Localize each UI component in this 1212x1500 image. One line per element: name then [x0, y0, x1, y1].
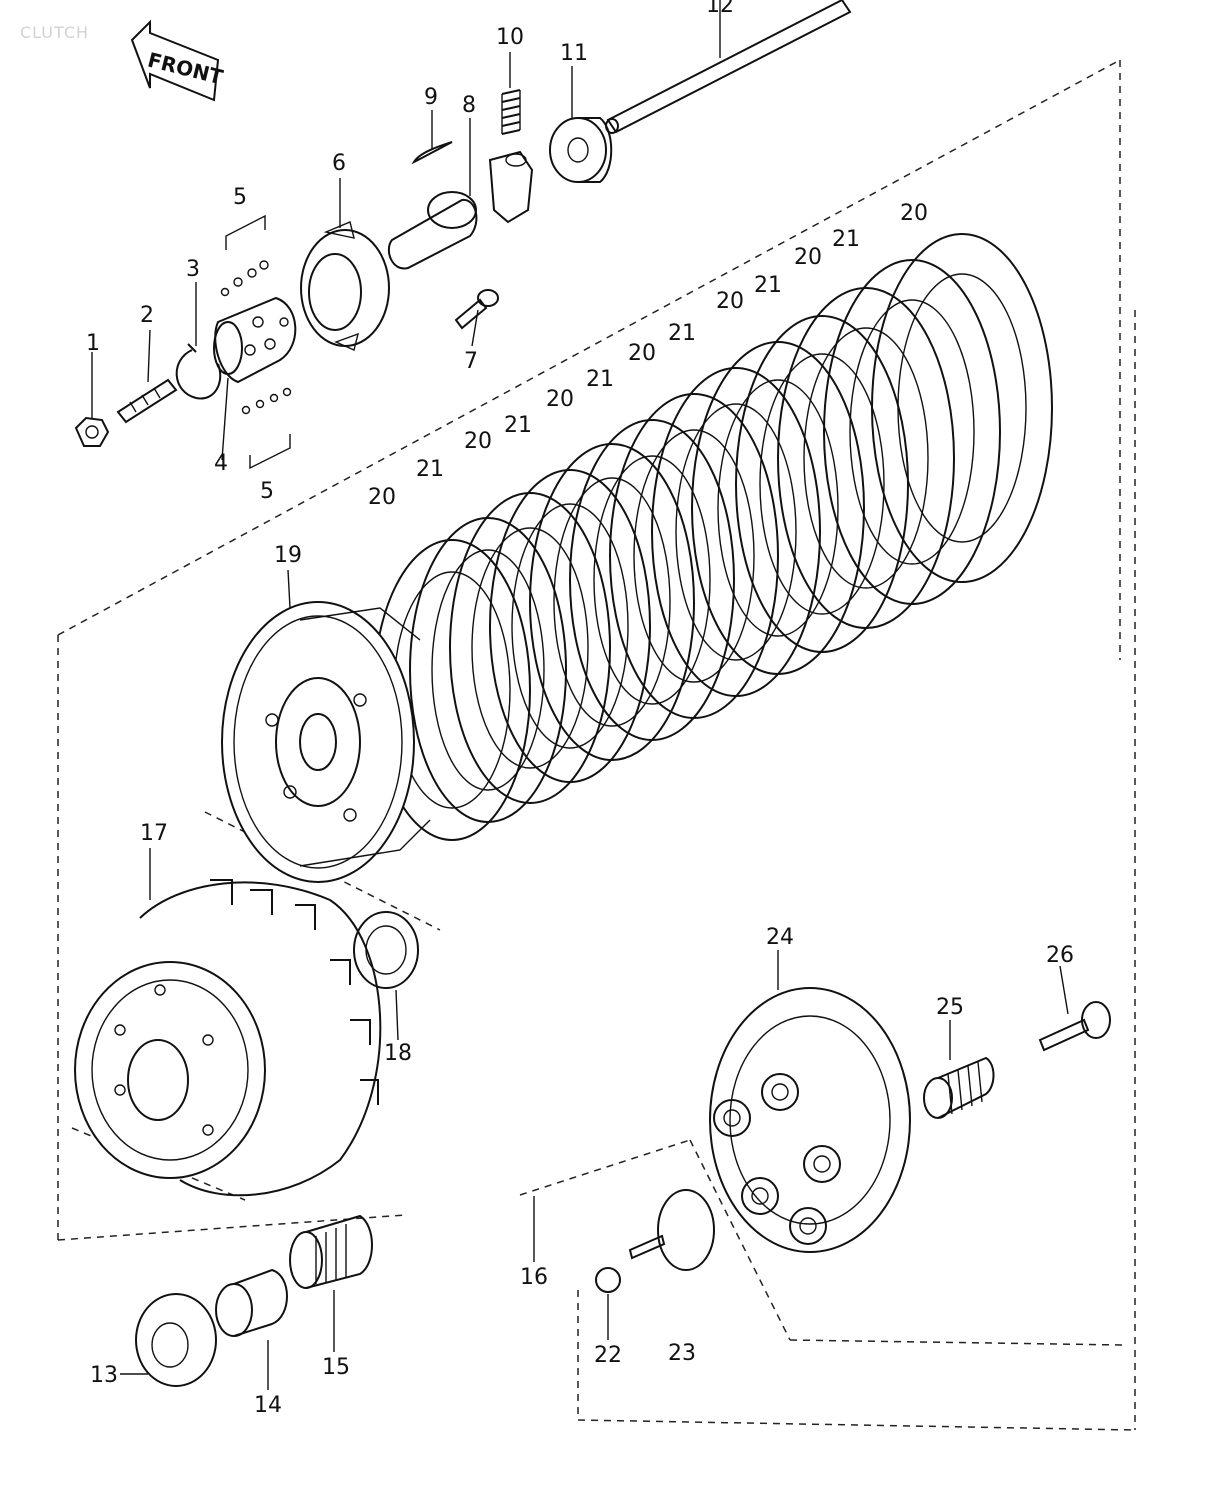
callout-18: 18: [384, 1041, 412, 1066]
assembly-axes: [57, 59, 1136, 1431]
part-5-steel-balls: [220, 214, 292, 470]
part-26-spring-bolt: [1038, 1001, 1111, 1052]
callout-12: 12: [706, 0, 734, 18]
callout-5-lower: 5: [260, 479, 274, 504]
part-18-thrust-washer: [353, 911, 419, 989]
part-13-washer: [135, 1293, 217, 1387]
callout-20-c: 20: [546, 387, 574, 412]
callout-21-e: 21: [754, 273, 782, 298]
part-7-screw: [454, 289, 499, 330]
callout-1: 1: [86, 331, 100, 356]
part-6-release-outer: [300, 221, 390, 351]
front-arrow-badge: FRONT: [130, 19, 226, 102]
part-25-clutch-spring: [923, 1056, 995, 1119]
part-4-release-body: [213, 296, 297, 384]
clutch-plate-stack: [373, 233, 1053, 841]
callout-15: 15: [322, 1355, 350, 1380]
callout-14: 14: [254, 1393, 282, 1418]
part-15-needle-bearing: [289, 1214, 373, 1289]
leader-lines: [91, 0, 1069, 1390]
callout-24: 24: [766, 925, 794, 950]
part-17-clutch-housing: [74, 879, 382, 1197]
callout-11: 11: [560, 41, 588, 66]
callout-20-b: 20: [464, 429, 492, 454]
part-9-cotter-pin: [411, 141, 453, 165]
part-8-release-lever: [387, 150, 534, 270]
callout-8: 8: [462, 93, 476, 118]
part-2-adjusting-screw: [116, 378, 178, 424]
part-3-circlip: [175, 343, 222, 400]
callout-21-c: 21: [586, 367, 614, 392]
callout-21-f: 21: [832, 227, 860, 252]
part-1-nut: [74, 416, 110, 447]
callout-13: 13: [90, 1363, 118, 1388]
callout-21-a: 21: [416, 457, 444, 482]
part-10-spring: [501, 89, 521, 135]
part-24-pressure-plate: [709, 987, 911, 1253]
callout-21-b: 21: [504, 413, 532, 438]
callout-3: 3: [186, 257, 200, 282]
callout-9: 9: [424, 85, 438, 110]
callout-23: 23: [668, 1341, 696, 1366]
callout-17: 17: [140, 821, 168, 846]
callout-numbers: 1 2 3 4 5 5 6 7 8 9 10 11 12 13 14 15 16…: [86, 0, 1074, 1418]
callout-6: 6: [332, 151, 346, 176]
callout-5-upper: 5: [233, 185, 247, 210]
part-19-clutch-hub: [221, 601, 431, 883]
part-12-push-rod: [605, 0, 852, 134]
callout-20-d: 20: [628, 341, 656, 366]
callout-20-g: 20: [900, 201, 928, 226]
section-title: CLUTCH: [20, 23, 89, 42]
callout-20-a: 20: [368, 485, 396, 510]
callout-25: 25: [936, 995, 964, 1020]
callout-16: 16: [520, 1265, 548, 1290]
part-11-oil-seal: [549, 117, 613, 183]
callout-19: 19: [274, 543, 302, 568]
callout-10: 10: [496, 25, 524, 50]
callout-22: 22: [594, 1343, 622, 1368]
callout-2: 2: [140, 303, 154, 328]
part-22-steel-ball: [595, 1267, 621, 1293]
callout-20-e: 20: [716, 289, 744, 314]
part-23-pusher: [628, 1189, 715, 1271]
callout-4: 4: [214, 451, 228, 476]
callout-20-f: 20: [794, 245, 822, 270]
part-14-sleeve: [215, 1268, 288, 1337]
callout-26: 26: [1046, 943, 1074, 968]
callout-7: 7: [464, 349, 478, 374]
callout-21-d: 21: [668, 321, 696, 346]
